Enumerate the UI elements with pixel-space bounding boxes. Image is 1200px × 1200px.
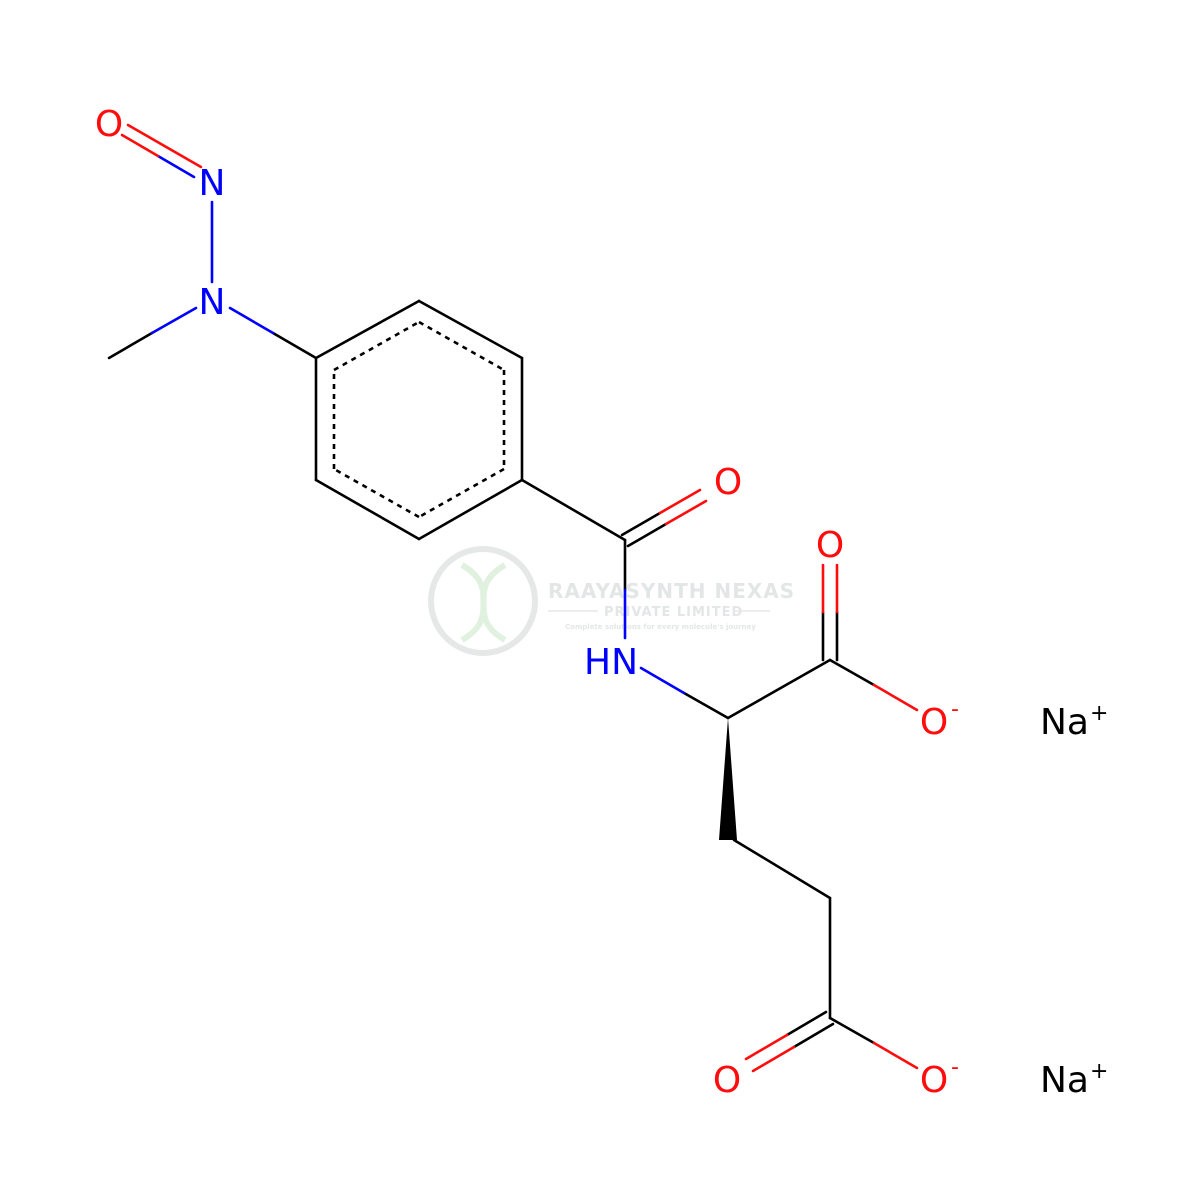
bond-ring-1 [271,331,318,360]
charge-minus-1: - [951,697,959,722]
aromatic-dashes [332,320,506,519]
bond-cb-cg [732,838,832,900]
atom-o-carboxyl-top: O [816,525,844,566]
atom-o-minus-2: O [920,1060,948,1101]
bond-ring-2 [314,299,421,360]
charge-plus-1: + [1090,701,1108,726]
watermark-logo-circle [428,546,538,656]
charge-plus-2: + [1090,1059,1108,1084]
watermark: RAAYASYNTH NEXAS PRIVATE LIMITED Complet… [428,546,795,656]
bond-ring-carbonyl [520,478,627,542]
atom-nh: HN [584,642,638,683]
bond-nh-ca-black [682,691,730,720]
atom-o-amide: O [714,462,742,503]
bond-ring-5 [417,478,524,541]
aromatic-dash-1 [333,320,420,372]
bond-ca-carboxyl [726,658,832,720]
bond-ring-3 [417,299,524,360]
bond-amide-co-red-a [658,488,702,515]
atom-o-carboxyl-bottom: O [713,1060,741,1101]
bond-stereo-wedge [719,718,737,840]
bond-cd-o-double-red-a [744,1033,789,1061]
aromatic-dash-2 [418,320,505,372]
aromatic-dash-5 [333,467,420,519]
bond-ring-6 [314,478,421,541]
watermark-tagline: Complete solutions for every molecule's … [565,623,756,631]
bond-carboxyl-single-red [872,683,919,712]
bond-n-o-red-a [120,133,160,158]
charge-minus-2: - [951,1055,959,1080]
bond-amide-co-black-b [626,522,668,548]
atom-o-nitroso: O [95,104,123,145]
bond-cd-o-double-a [785,1010,828,1037]
bond-amide-co-black-a [620,511,662,537]
bond-n-methyl-blue [150,306,198,335]
atom-o-minus-1: O [920,702,948,743]
bond-cd-o-double-b [792,1022,835,1049]
watermark-subtitle: PRIVATE LIMITED [604,605,743,620]
bond-cd-o-single-red [872,1041,919,1070]
bonds-carbon [107,299,876,1049]
bond-n-o-blue [156,154,196,179]
atom-n-nitroso: N [199,163,226,204]
atom-n-amine: N [199,282,226,323]
atom-labels: O N N O HN O O - O O - Na + Na + [95,104,1109,1101]
bond-carboxyl-single [828,658,876,687]
bond-cd-o-single [828,1016,876,1045]
watermark-company: RAAYASYNTH NEXAS [548,579,795,603]
bonds-nitrogen [150,154,686,695]
dna-helix-icon [460,562,507,643]
bond-n-ring-blue [228,306,275,335]
atom-na-2: Na [1040,1060,1089,1101]
bond-amide-co-red-b [664,499,708,526]
aromatic-dash-4 [418,467,505,519]
bonds-oxygen [120,123,919,1073]
bond-cd-o-double-red-b [751,1045,796,1073]
bond-nh-ca-blue [639,666,686,695]
bond-n-o-red-b [126,123,203,169]
atom-na-1: Na [1040,702,1089,743]
bond-methyl [107,331,154,360]
